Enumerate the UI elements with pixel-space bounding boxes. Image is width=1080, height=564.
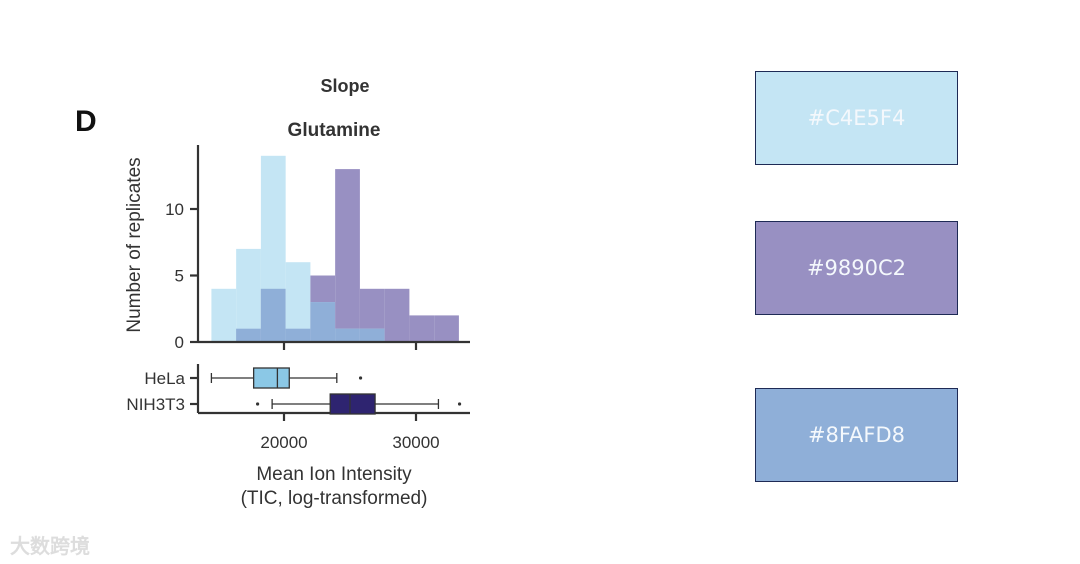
chart-title: Glutamine xyxy=(288,120,381,141)
x-axis-label: Mean Ion Intensity xyxy=(256,464,412,485)
category-label: HeLa xyxy=(144,369,185,388)
outlier-point xyxy=(256,402,260,406)
watermark: 大数跨境 xyxy=(10,536,90,558)
category-label: NIH3T3 xyxy=(126,395,185,414)
y-axis-label: Number of replicates xyxy=(124,157,145,332)
bar-nih3t3 xyxy=(335,169,360,342)
bar-nih3t3 xyxy=(434,315,459,342)
swatch-label: #C4E5F4 xyxy=(807,106,906,130)
bar-hela xyxy=(211,288,237,342)
bar-overlap xyxy=(359,328,385,342)
bar-overlap xyxy=(260,288,286,342)
box-hela xyxy=(252,367,290,389)
x-tick-label: 20000 xyxy=(260,433,307,452)
bar-overlap xyxy=(236,328,261,342)
bar-nih3t3 xyxy=(409,315,435,342)
box-nih3t3 xyxy=(329,393,376,415)
y-tick-label: 0 xyxy=(175,333,184,352)
color-swatch-light-blue: #C4E5F4 xyxy=(755,71,958,165)
swatch-label: #9890C2 xyxy=(806,256,907,280)
bar-overlap xyxy=(310,302,336,342)
swatch-label: #8FAFD8 xyxy=(807,423,906,447)
bar-nih3t3 xyxy=(384,288,410,342)
cropped-text: Slope xyxy=(320,76,369,96)
y-tick-label: 5 xyxy=(175,267,184,286)
x-axis-label-2: (TIC, log-transformed) xyxy=(241,488,428,509)
y-tick-label: 10 xyxy=(165,200,184,219)
outlier-point xyxy=(457,402,462,406)
color-swatch-purple: #9890C2 xyxy=(755,221,958,315)
bar-overlap xyxy=(335,328,360,342)
outlier-point xyxy=(358,376,363,380)
panel-label: D xyxy=(75,105,97,138)
bar-overlap xyxy=(285,328,311,342)
color-swatch-mid-blue: #8FAFD8 xyxy=(755,388,958,482)
x-tick-label: 30000 xyxy=(392,433,439,452)
bar-hela xyxy=(236,248,261,342)
